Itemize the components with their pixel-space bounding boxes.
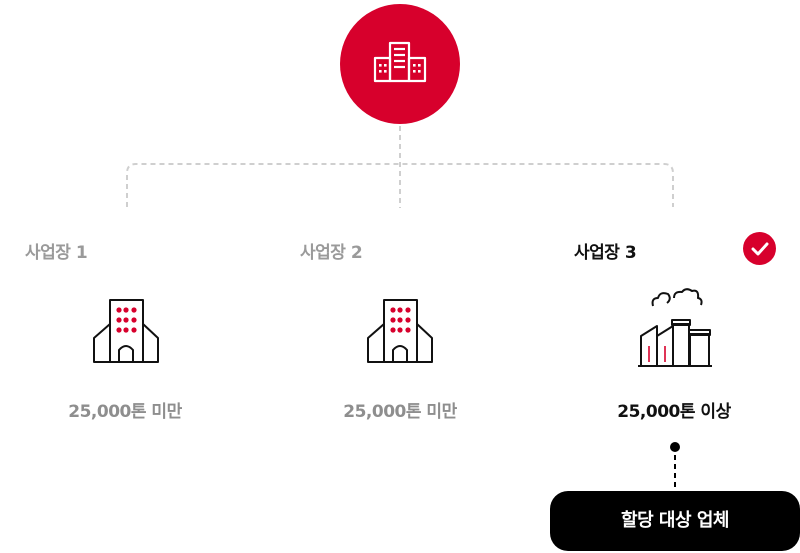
city-buildings-icon: [373, 41, 427, 83]
root-company-node: [340, 4, 460, 124]
office-building-icon: [93, 299, 159, 363]
site-2-threshold: 25,000톤 미만: [343, 402, 457, 422]
site-1-title: 사업장 1: [25, 243, 88, 263]
result-connector-dot: [670, 442, 680, 452]
site-2-title: 사업장 2: [300, 243, 363, 263]
site-3-threshold: 25,000톤 이상: [617, 402, 731, 422]
selected-badge: [743, 232, 776, 265]
checkmark-icon: [751, 242, 769, 256]
office-building-icon: [367, 299, 433, 363]
allocation-target-label: 할당 대상 업체: [550, 491, 800, 551]
factory-icon: [638, 288, 712, 367]
site-1-threshold: 25,000톤 미만: [68, 402, 182, 422]
site-3-title: 사업장 3: [574, 243, 637, 263]
